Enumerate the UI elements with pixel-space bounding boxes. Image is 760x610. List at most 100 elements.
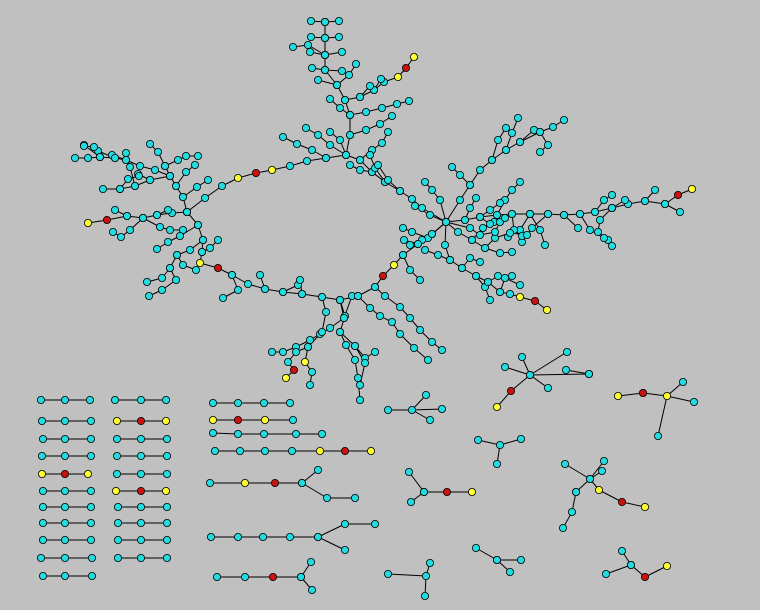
graph-node	[425, 210, 434, 219]
graph-node	[123, 211, 132, 220]
graph-node	[560, 210, 569, 219]
graph-node	[322, 493, 331, 502]
graph-node	[217, 181, 226, 190]
graph-node	[600, 456, 609, 465]
graph-node	[320, 51, 329, 60]
graph-node	[38, 416, 47, 425]
graph-node	[162, 451, 171, 460]
graph-node	[377, 138, 386, 147]
graph-node	[419, 487, 428, 496]
graph-node-yellow	[267, 165, 276, 174]
graph-node-red	[639, 388, 648, 397]
graph-node	[296, 573, 305, 582]
graph-node	[478, 223, 487, 232]
graph-node	[485, 219, 494, 228]
graph-node	[305, 48, 314, 57]
graph-node-yellow	[467, 487, 476, 496]
graph-node	[155, 222, 164, 231]
graph-node	[337, 48, 346, 57]
graph-node	[138, 213, 147, 222]
graph-node-red	[531, 296, 540, 305]
graph-node	[200, 193, 209, 202]
graph-node	[487, 155, 496, 164]
graph-node	[427, 229, 436, 238]
graph-node	[325, 127, 334, 136]
graph-node	[61, 554, 70, 563]
graph-edge	[529, 373, 590, 376]
graph-edge	[564, 463, 591, 480]
graph-node-red	[674, 190, 683, 199]
graph-node	[307, 145, 316, 154]
graph-node	[410, 201, 419, 210]
graph-node	[435, 195, 444, 204]
graph-edge	[666, 395, 695, 403]
graph-node	[591, 207, 600, 216]
graph-node	[260, 284, 269, 293]
graph-node-red	[618, 497, 627, 506]
graph-node	[136, 502, 145, 511]
graph-node	[345, 160, 354, 169]
graph-node	[96, 152, 105, 161]
graph-node	[303, 342, 312, 351]
graph-node	[317, 327, 326, 336]
graph-edge	[445, 199, 461, 223]
graph-node	[600, 233, 609, 242]
graph-node	[641, 196, 650, 205]
graph-node	[373, 160, 382, 169]
graph-node	[602, 570, 611, 579]
graph-node-yellow	[641, 502, 650, 511]
graph-node	[61, 486, 70, 495]
graph-node	[500, 362, 509, 371]
graph-node	[278, 287, 287, 296]
graph-node	[165, 263, 174, 272]
graph-node	[517, 556, 526, 565]
graph-node	[420, 177, 429, 186]
graph-node	[341, 150, 350, 159]
graph-node	[618, 547, 627, 556]
graph-node	[471, 544, 480, 553]
graph-node	[383, 175, 392, 184]
graph-node	[353, 373, 362, 382]
graph-node	[608, 203, 617, 212]
graph-node-red	[136, 486, 145, 495]
graph-node	[405, 265, 414, 274]
graph-node	[307, 367, 316, 376]
graph-node	[162, 554, 171, 563]
graph-node	[433, 250, 442, 259]
graph-node	[423, 355, 432, 364]
graph-node	[278, 347, 287, 356]
graph-node	[317, 429, 326, 438]
graph-node	[39, 486, 48, 495]
graph-node-yellow	[366, 446, 375, 455]
graph-node	[87, 486, 96, 495]
graph-node-red	[506, 386, 515, 395]
graph-node	[460, 215, 469, 224]
graph-node	[355, 93, 364, 102]
graph-node	[291, 347, 300, 356]
graph-node	[516, 137, 525, 146]
graph-edge	[642, 392, 668, 397]
graph-node	[341, 340, 350, 349]
graph-node	[335, 327, 344, 336]
graph-node	[152, 244, 161, 253]
graph-node	[153, 147, 162, 156]
graph-node	[285, 398, 294, 407]
graph-node	[122, 155, 131, 164]
graph-node-yellow	[389, 260, 398, 269]
graph-node	[568, 507, 577, 516]
graph-node	[536, 225, 545, 234]
graph-node	[162, 434, 171, 443]
graph-node	[136, 536, 145, 545]
graph-node-yellow	[84, 469, 93, 478]
graph-node-red	[136, 416, 145, 425]
graph-node	[492, 210, 501, 219]
graph-node	[398, 223, 407, 232]
graph-node	[291, 429, 300, 438]
graph-node-yellow	[614, 391, 623, 400]
graph-node	[441, 217, 450, 226]
graph-node	[528, 223, 537, 232]
graph-nodes	[37, 16, 699, 601]
graph-node-yellow	[688, 184, 697, 193]
graph-node	[334, 16, 343, 25]
graph-node	[437, 404, 446, 413]
